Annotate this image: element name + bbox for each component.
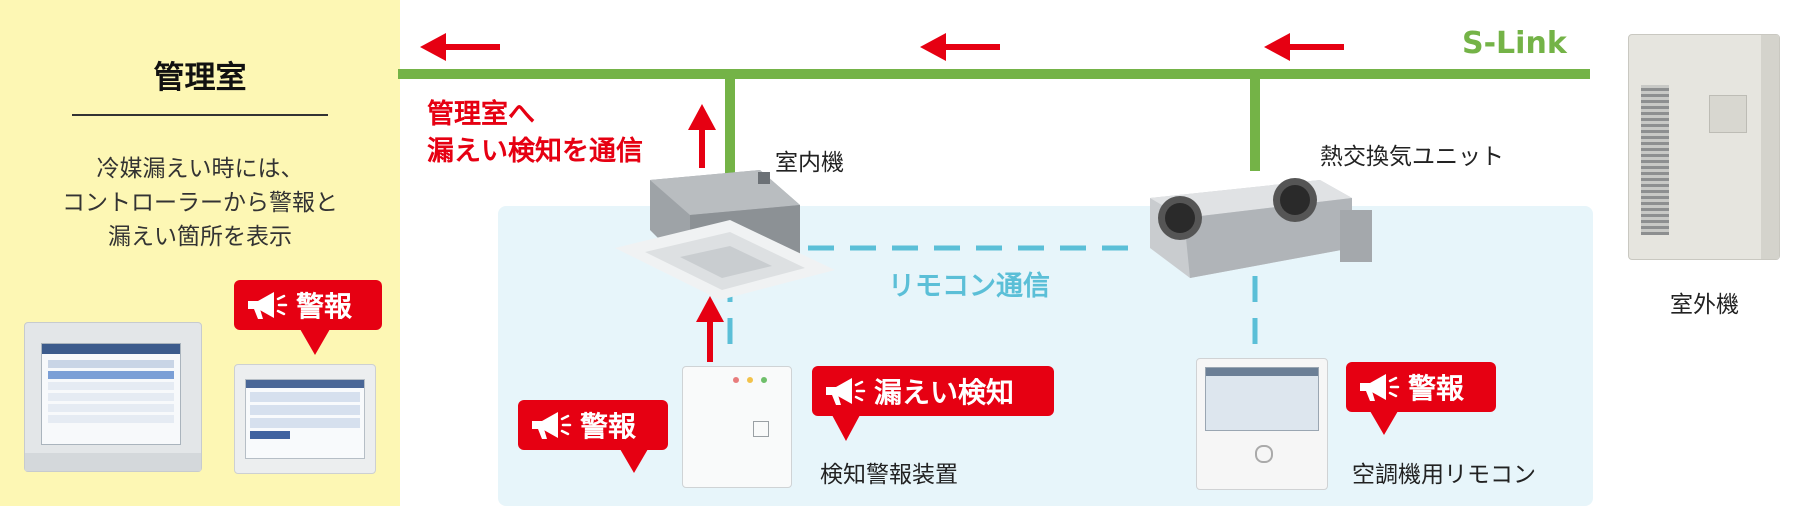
- management-room-title: 管理室: [153, 60, 247, 96]
- remote-communication-label: リモコン通信: [888, 271, 1050, 302]
- erv-unit-label: 熱交換気ユニット: [1320, 144, 1504, 170]
- erv-connection: [1250, 79, 1260, 171]
- indoor-unit-image: [615, 170, 835, 300]
- detector-label: 検知警報装置: [820, 462, 958, 488]
- arrow-left-icon: [1264, 33, 1344, 61]
- alarm-label: 警報: [580, 410, 637, 443]
- alarm-label: 警報: [1408, 372, 1465, 405]
- arrow-left-icon: [420, 33, 500, 61]
- arrow-up-icon: [688, 104, 716, 168]
- description-line: 冷媒漏えい時には、: [96, 156, 304, 182]
- megaphone-icon: [826, 378, 866, 405]
- s-link-label: S-Link: [1462, 26, 1567, 61]
- remote-controller-image: [1196, 358, 1328, 490]
- badge-tail: [300, 329, 330, 355]
- outdoor-unit-image: [1628, 34, 1780, 260]
- megaphone-icon: [532, 412, 572, 439]
- indoor-unit-connection: [725, 79, 735, 175]
- megaphone-icon: [1360, 374, 1400, 401]
- title-divider: [72, 114, 328, 116]
- remote-label: 空調機用リモコン: [1352, 462, 1536, 488]
- touch-controller-image: [234, 364, 376, 474]
- leak-label: 漏えい検知: [874, 376, 1015, 409]
- erv-unit-image: [1150, 178, 1372, 278]
- leak-detector-image: [682, 366, 792, 488]
- notify-management-text: 管理室へ 漏えい検知を通信: [427, 96, 643, 170]
- badge-tail: [1370, 411, 1398, 435]
- arrow-left-icon: [920, 33, 1000, 61]
- central-controller-image: [24, 322, 202, 472]
- description-line: コントローラーから警報と: [62, 190, 338, 216]
- indoor-unit-label: 室内機: [775, 150, 844, 176]
- description-line: 漏えい箇所を表示: [108, 224, 292, 250]
- detector-alarm-badge: 警報: [518, 400, 668, 450]
- outdoor-unit-label: 室外機: [1670, 292, 1739, 318]
- badge-tail: [620, 449, 648, 473]
- leak-detection-badge: 漏えい検知: [812, 366, 1054, 416]
- megaphone-icon: [248, 292, 288, 319]
- badge-tail: [832, 415, 860, 441]
- notify-line: 漏えい検知を通信: [427, 136, 643, 167]
- remote-alarm-badge: 警報: [1346, 362, 1496, 412]
- management-alarm-badge: 警報: [234, 280, 382, 330]
- s-link-bus: [398, 69, 1590, 79]
- management-description: 冷媒漏えい時には、 コントローラーから警報と 漏えい箇所を表示: [0, 152, 400, 254]
- notify-line: 管理室へ: [427, 99, 535, 130]
- arrow-up-icon: [696, 296, 724, 362]
- alarm-label: 警報: [296, 290, 353, 323]
